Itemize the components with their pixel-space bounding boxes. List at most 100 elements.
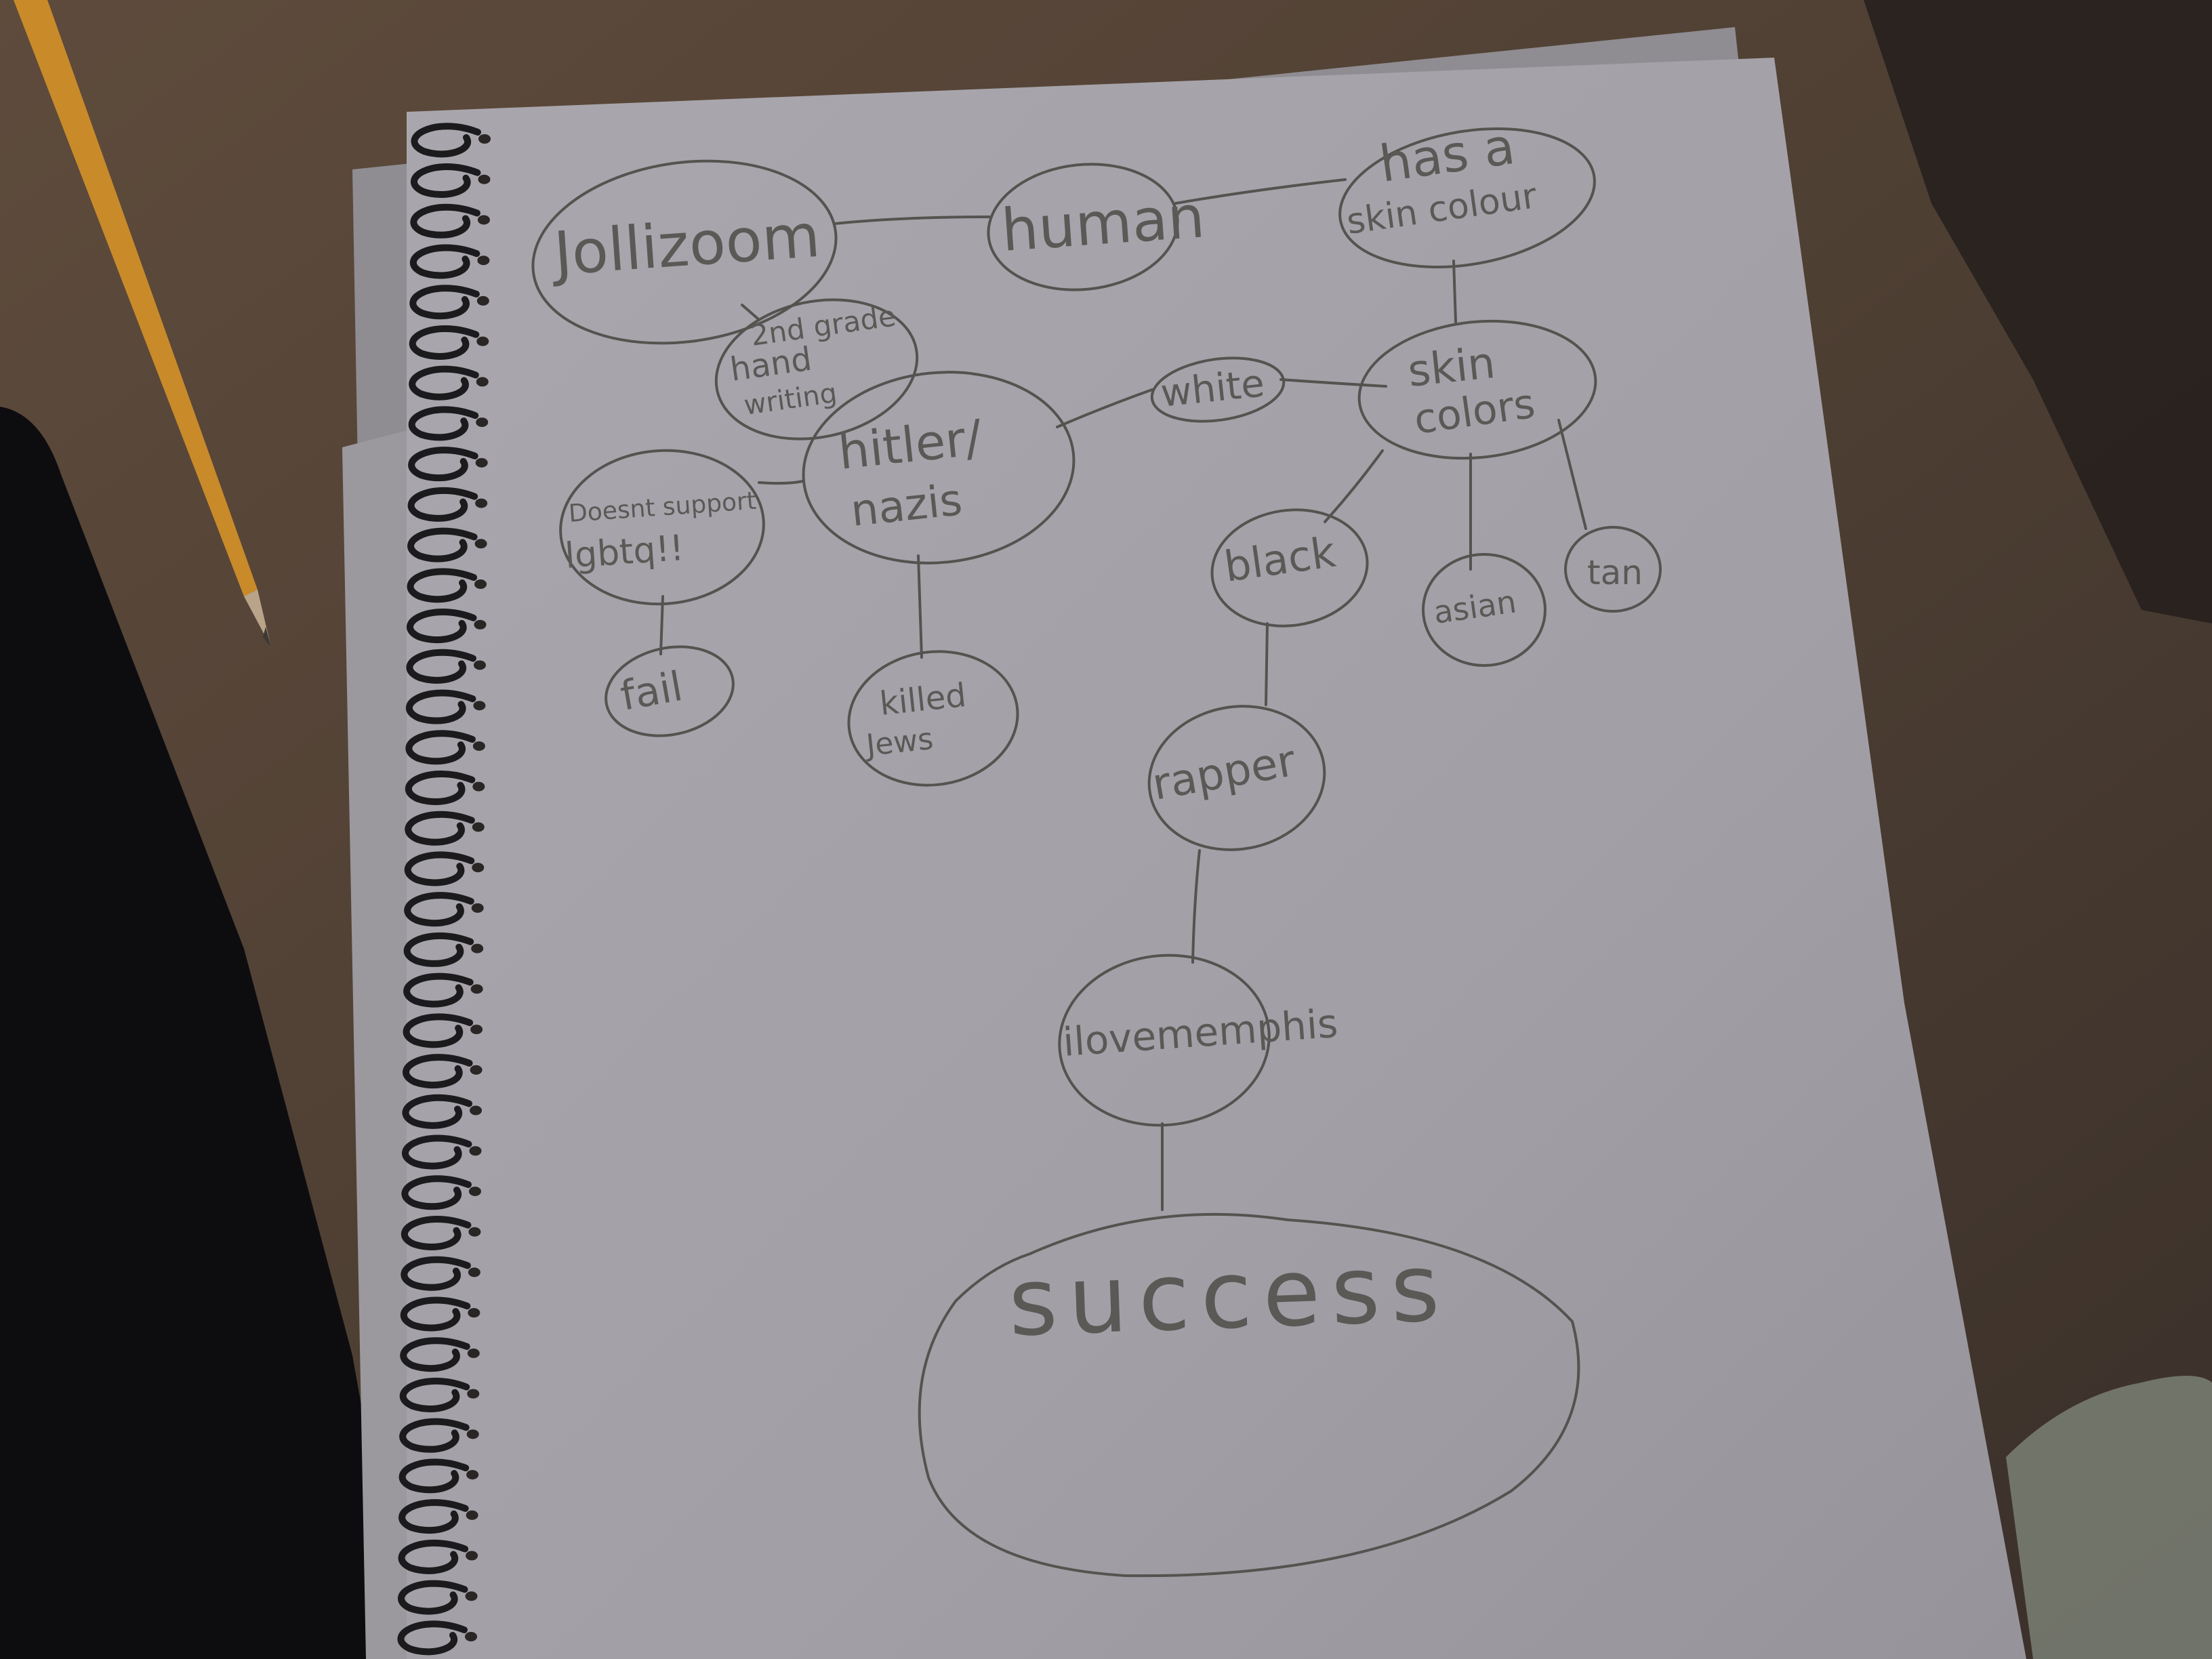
node-jollizoom <box>531 159 838 345</box>
spiral-ring <box>409 285 480 320</box>
spiral-ring <box>405 811 475 846</box>
spiral-ring <box>398 1499 469 1534</box>
spiral-ring <box>411 163 481 199</box>
punch-hole <box>475 498 488 508</box>
punch-hole <box>469 1146 482 1156</box>
label-killed-2: Jews <box>863 722 935 763</box>
punch-hole <box>474 579 487 590</box>
node-white <box>1150 356 1286 423</box>
label-lgbt-2: lgbtq!! <box>564 528 685 577</box>
node-human <box>987 163 1179 291</box>
spiral-ring <box>398 1458 470 1494</box>
spiral-ring <box>408 447 478 482</box>
label-skin-colors-1: skin <box>1406 338 1498 397</box>
mind-map-links <box>659 178 1587 1211</box>
punch-hole <box>470 1065 483 1075</box>
crumpled-item <box>2006 1376 2212 1659</box>
shadow-top-right <box>1864 0 2212 623</box>
spiral-ring <box>403 933 474 967</box>
node-asian <box>1422 553 1547 667</box>
node-killed <box>847 650 1019 787</box>
node-lgbt <box>559 449 765 606</box>
punch-hole <box>472 822 485 832</box>
punch-hole <box>465 1591 478 1601</box>
spiral-ring <box>407 568 478 603</box>
spiral-ring <box>399 1418 470 1453</box>
notebook-page <box>407 58 2026 1659</box>
punch-hole <box>468 1308 480 1318</box>
spiral-ring <box>398 1580 468 1615</box>
punch-hole <box>473 701 486 711</box>
punch-hole <box>470 1025 483 1035</box>
punch-hole <box>466 1429 479 1439</box>
punch-hole <box>476 336 489 346</box>
punch-hole <box>470 984 483 994</box>
punch-hole <box>466 1470 479 1480</box>
punch-hole <box>474 619 487 630</box>
spiral-ring <box>397 1620 468 1656</box>
punch-hole <box>467 1389 480 1399</box>
punch-hole <box>471 903 484 913</box>
mind-map-bubbles <box>531 127 1662 1578</box>
node-hitler <box>802 371 1076 565</box>
spiral-ring <box>409 365 479 401</box>
spiral-ring <box>405 689 476 724</box>
spiral-ring <box>399 1378 470 1412</box>
spiral-ring <box>402 1134 472 1170</box>
node-black <box>1210 508 1369 628</box>
punch-hole <box>472 781 485 792</box>
node-has-skin <box>1338 127 1596 268</box>
punch-hole <box>477 255 490 266</box>
node-rapper <box>1147 705 1326 851</box>
spiral-ring <box>406 649 476 684</box>
punch-hole <box>466 1510 478 1520</box>
node-ilovememphis <box>1058 954 1271 1127</box>
spiral-ring <box>400 1296 471 1332</box>
spiral-ring <box>404 851 475 886</box>
punch-hole <box>470 1105 483 1115</box>
punch-hole <box>472 863 485 873</box>
spiral-ring <box>403 1013 474 1048</box>
punch-hole <box>468 1227 481 1237</box>
node-fail <box>605 645 735 737</box>
pencil <box>14 0 271 647</box>
spiral-ring <box>408 406 479 441</box>
label-hitler-2: nazis <box>848 475 964 537</box>
punch-hole <box>468 1267 480 1277</box>
label-human: human <box>999 183 1206 265</box>
punch-hole <box>477 215 490 225</box>
punch-hole <box>465 1632 477 1641</box>
spiral-ring <box>405 730 476 765</box>
punch-hole <box>475 457 488 468</box>
punch-hole <box>472 741 485 751</box>
spiral-binding <box>397 123 491 1656</box>
black-object <box>0 407 407 1659</box>
spiral-ring <box>404 892 474 927</box>
node-success <box>918 1212 1580 1578</box>
spiral-ring <box>401 1175 472 1210</box>
label-killed-1: killed <box>878 676 968 723</box>
spiral-ring <box>400 1337 470 1372</box>
spiral-ring <box>403 1054 473 1089</box>
punch-hole <box>478 134 491 144</box>
punch-hole <box>476 377 489 387</box>
label-white: white <box>1159 361 1267 416</box>
label-fail: fail <box>617 663 686 720</box>
punch-hole <box>478 174 491 184</box>
spiral-ring <box>409 244 480 279</box>
punch-hole <box>466 1551 478 1561</box>
punch-hole <box>474 539 487 549</box>
spiral-ring <box>405 771 476 805</box>
spiral-ring <box>398 1539 469 1574</box>
punch-hole <box>468 1186 481 1196</box>
node-grade2 <box>714 298 919 441</box>
label-success: success <box>1007 1233 1452 1357</box>
spiral-ring <box>403 972 474 1008</box>
spiral-ring <box>407 487 478 522</box>
punch-hole <box>476 417 489 428</box>
punch-hole <box>473 660 486 670</box>
spiral-ring <box>402 1094 473 1129</box>
node-tan <box>1564 526 1662 613</box>
node-skin-colors <box>1357 319 1597 460</box>
